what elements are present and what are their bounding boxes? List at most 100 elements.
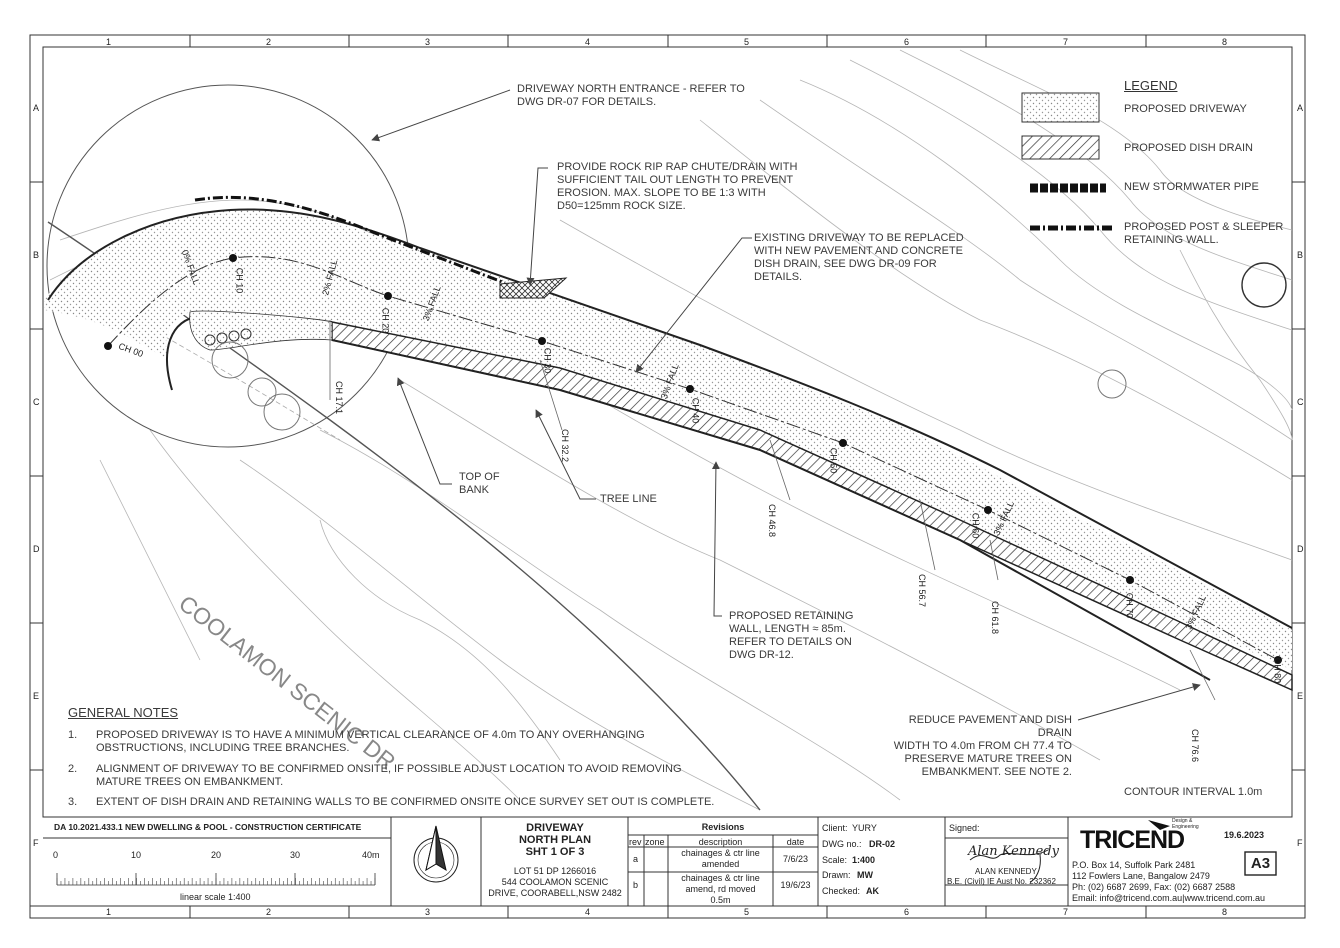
legend-item-dish-drain: PROPOSED DISH DRAIN [1124, 142, 1253, 154]
callout-top-of-bank: TOP OF BANK [459, 471, 500, 496]
rev-row-a-rev: a [633, 854, 639, 864]
grid-row-label: C [33, 397, 40, 407]
grid-row-label: B [33, 250, 40, 260]
chainage-markers [104, 254, 1282, 664]
rev-row-b-date: 19/6/23 [780, 880, 811, 890]
site-address: LOT 51 DP 1266016 544 COOLAMON SCENIC DR… [488, 866, 622, 898]
grid-row-label: F [33, 838, 39, 848]
contour-interval-label: CONTOUR INTERVAL 1.0m [1124, 786, 1263, 798]
grid-col-label: 1 [106, 907, 112, 917]
chainage-label: CH 32.2 [560, 428, 571, 463]
general-note-text: ALIGNMENT OF DRIVEWAY TO BE CONFIRMED ON… [96, 763, 682, 788]
chainage-label: CH 40 [690, 397, 701, 424]
grid-col-label: 4 [585, 37, 591, 47]
chainage-label: CH 61.8 [990, 600, 1001, 635]
legend-dish-drain-swatch [1021, 135, 1100, 160]
company-logo: TRICEND [1080, 826, 1185, 854]
grid-col-label: 8 [1222, 37, 1228, 47]
grid-col-label: 6 [904, 37, 910, 47]
driveway-north-edge [47, 209, 231, 301]
chainage-label: CH 10 [234, 267, 245, 294]
chainage-label: CH 56.7 [917, 573, 928, 608]
signer-name: ALAN KENNEDY [975, 867, 1037, 876]
drawing-title: DRIVEWAY NORTH PLAN SHT 1 OF 3 [518, 822, 592, 858]
rev-row-a-description: chainages & ctr line amended [681, 848, 760, 869]
drawn-label: Drawn: [822, 870, 851, 880]
rev-header-zone: zone [645, 837, 665, 847]
checked-value: AK [866, 886, 879, 896]
grid-col-label: 4 [585, 907, 591, 917]
general-notes-title: GENERAL NOTES [68, 705, 179, 720]
scale-tick-label: 10 [131, 850, 142, 860]
company-address: P.O. Box 14, Suffolk Park 2481 112 Fowle… [1072, 860, 1266, 903]
grid-row-label: A [1297, 103, 1304, 113]
signature-scrawl [969, 849, 1049, 883]
chainage-label: CH 80 [1272, 657, 1283, 684]
grid-col-label: 3 [425, 37, 431, 47]
client-value: YURY [852, 823, 877, 833]
grid-col-label: 7 [1063, 907, 1069, 917]
general-note-text: EXTENT OF DISH DRAIN AND RETAINING WALLS… [96, 796, 715, 808]
general-note-number: 3. [68, 796, 78, 808]
callout-rock-chute: PROVIDE ROCK RIP RAP CHUTE/DRAIN WITH SU… [557, 161, 798, 212]
general-note-text: PROPOSED DRIVEWAY IS TO HAVE A MINIMUM V… [96, 729, 645, 754]
grid-row-label: D [33, 544, 40, 554]
callout-reduce-pavement: REDUCE PAVEMENT AND DISH DRAIN WIDTH TO … [893, 714, 1072, 778]
rev-header-description: description [698, 837, 743, 847]
callout-retaining-wall: PROPOSED RETAINING WALL, LENGTH ≈ 85m. R… [729, 610, 854, 661]
signed-label: Signed: [949, 823, 980, 833]
title-block-lines [43, 816, 1292, 906]
chainage-label: CH 76.6 [1190, 728, 1201, 763]
general-note-number: 2. [68, 763, 78, 775]
sheet-size-box [1244, 851, 1277, 876]
tricend-logo-mark [1148, 820, 1170, 830]
chainage-label: CH 70 [1124, 592, 1135, 619]
tree-symbols [211, 262, 1287, 431]
scale-value: 1:400 [852, 855, 876, 865]
grid-col-label: 5 [744, 37, 750, 47]
cross-sections [329, 320, 1216, 701]
grid-row-label: B [1297, 250, 1304, 260]
callout-tree-line: TREE LINE [600, 493, 657, 505]
grid-col-label: 6 [904, 907, 910, 917]
legend-item-driveway: PROPOSED DRIVEWAY [1124, 103, 1247, 115]
checked-label: Checked: [822, 886, 861, 896]
chainage-label: CH 17.1 [334, 380, 345, 415]
upper-retaining-wall [194, 195, 506, 285]
rev-header-date: date [786, 837, 805, 847]
dwg-label: DWG no.: [822, 839, 862, 849]
drawn-value: MW [857, 870, 873, 880]
chainage-label: CH 60 [970, 512, 981, 539]
signer-quals: B.E. (Civil) IE Aust No. 232362 [947, 877, 1056, 886]
north-arrow-icon [413, 825, 459, 883]
grid-col-label: 8 [1222, 907, 1228, 917]
scale-tick-label: 0 [53, 850, 59, 860]
grid-ticks [30, 35, 1305, 918]
stormwater-pipe-culvert [204, 328, 252, 346]
legend-driveway-swatch [1021, 92, 1100, 123]
rev-header-rev: rev [629, 837, 642, 847]
drawing-date: 19.6.2023 [1224, 830, 1265, 840]
grid-col-label: 2 [266, 37, 272, 47]
grid-col-label: 3 [425, 907, 431, 917]
linear-scale-minor-ticks [56, 878, 376, 885]
callout-north-entrance: DRIVEWAY NORTH ENTRANCE - REFER TO DWG D… [517, 83, 745, 108]
leader-lines [371, 89, 1201, 721]
company-tagline: Design & Engineering [1172, 818, 1199, 830]
grid-col-label: 7 [1063, 37, 1069, 47]
legend-title: LEGEND [1124, 78, 1178, 93]
client-label: Client: [822, 823, 848, 833]
chainage-label: CH 46.8 [767, 503, 778, 538]
scale-label: Scale: [822, 855, 848, 865]
entrance-pavement [189, 310, 333, 351]
dwg-value: DR-02 [869, 839, 896, 849]
rev-row-b-description: chainages & ctr line amend, rd moved 0.5… [681, 873, 760, 905]
general-note-number: 1. [68, 729, 78, 741]
chainage-label: CH 50 [828, 447, 839, 474]
legend-item-retaining-wall: PROPOSED POST & SLEEPER RETAINING WALL. [1124, 221, 1284, 246]
revisions-title: Revisions [701, 822, 745, 832]
grid-row-label: D [1297, 544, 1304, 554]
scale-tick-label: 40m [362, 850, 380, 860]
driveway-lower-edge [331, 339, 1211, 681]
